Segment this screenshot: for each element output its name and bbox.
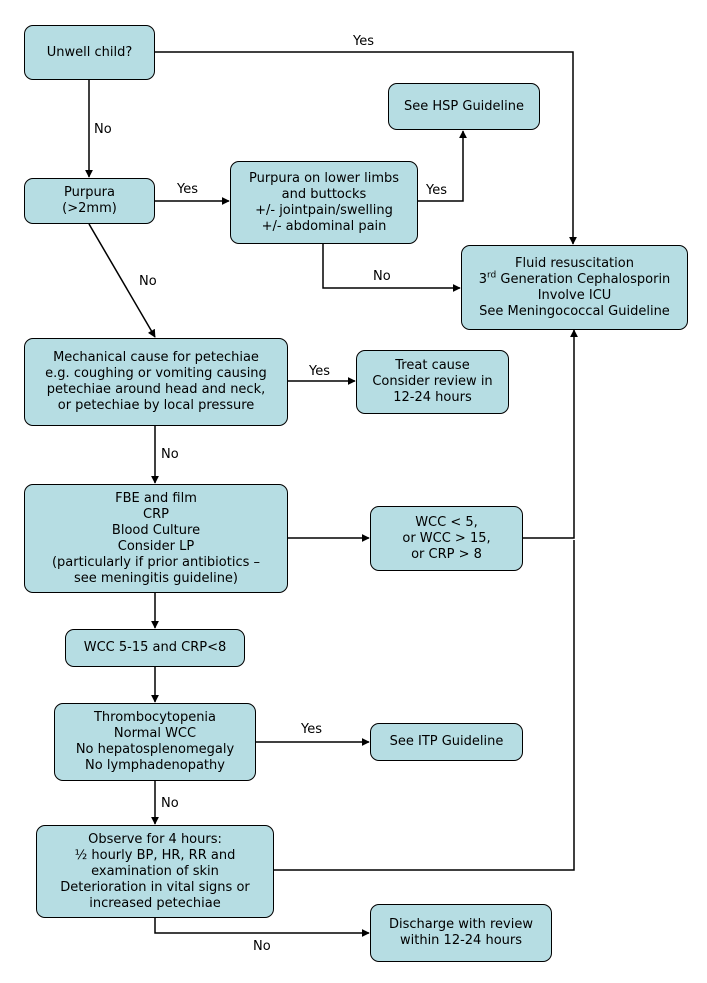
node-line: (>2mm) [62,201,117,216]
node-line: WCC < 5, [415,514,478,530]
node-mechanical-cause: Mechanical cause for petechiae e.g. coug… [24,338,288,426]
node-line: 12-24 hours [393,390,472,405]
edge-label-unwell-yes: Yes [353,34,374,49]
edge-observe-to-fluid [274,540,575,871]
ordinal-number: 3 [478,271,487,287]
node-treat-cause: Treat cause Consider review in 12-24 hou… [356,350,509,414]
node-line: WCC 5-15 and CRP<8 [83,640,227,655]
node-line: +/- jointpain/swelling [255,202,393,218]
edge-label-unwell-no: No [94,122,112,137]
node-line: Unwell child? [46,44,133,60]
node-line: Normal WCC [113,726,197,741]
edge-label-mechanical-yes: Yes [309,364,330,379]
node-line: ½ hourly BP, HR, RR and [74,847,236,863]
node-hsp-guideline: See HSP Guideline [388,83,540,130]
node-line: +/- abdominal pain [261,218,387,234]
node-fbe-and-film: FBE and film CRP Blood Culture Consider … [24,484,288,593]
node-line: or CRP > 8 [411,546,482,562]
node-line: Purpura on lower limbs [248,170,400,186]
edge-limbs-to-fluid [322,244,461,292]
edge-observe-to-discharge [154,917,370,937]
node-line: and buttocks [281,186,367,202]
edge-label-purpura-no: No [139,274,157,289]
node-line: No hepatosplenomegaly [75,742,235,757]
node-observe: Observe for 4 hours: ½ hourly BP, HR, RR… [36,825,274,918]
node-line: Involve ICU [537,287,612,303]
node-line: Purpura [64,185,115,200]
node-line: FBE and film [115,490,197,506]
node-line: Consider LP [117,538,195,554]
cephalosporin-text: Generation Cephalosporin [496,271,671,287]
node-purpura-lower-limbs: Purpura on lower limbs and buttocks +/- … [230,161,418,244]
edge-label-thrombo-no: No [161,796,179,811]
node-thrombocytopenia: Thrombocytopenia Normal WCC No hepatospl… [54,703,256,781]
edge-wcc-abnormal-to-fluid [523,329,578,539]
node-line: Thrombocytopenia [93,710,217,725]
node-wcc-abnormal: WCC < 5, or WCC > 15, or CRP > 8 [370,506,523,571]
node-line: No lymphadenopathy [85,758,225,773]
node-wcc-normal: WCC 5-15 and CRP<8 [65,629,245,667]
node-line: petechiae around head and neck, [46,382,266,397]
node-line: Mechanical cause for petechiae [53,350,259,365]
node-fluid-resuscitation: Fluid resuscitation 3rd Generation Cepha… [461,245,688,330]
node-line: CRP [143,506,169,522]
node-line: Consider review in [372,374,493,389]
node-line: or WCC > 15, [402,530,491,546]
node-unwell-child: Unwell child? [24,25,155,80]
node-line: increased petechiae [89,895,221,911]
edge-limbs-to-hsp [418,130,467,202]
node-line: (particularly if prior antibiotics – [51,554,261,570]
node-discharge: Discharge with review within 12-24 hours [370,904,552,962]
node-line: e.g. coughing or vomiting causing [45,366,267,381]
node-line: Treat cause [395,358,470,373]
node-line: or petechiae by local pressure [57,398,255,413]
node-line: Deterioration in vital signs or [60,879,250,895]
edge-label-limbs-no: No [373,269,391,284]
node-line: Fluid resuscitation [515,255,634,271]
edge-label-limbs-yes: Yes [426,183,447,198]
edge-label-observe-no: No [253,939,271,954]
edge-purpura-to-mechanical [88,223,156,338]
node-purpura: Purpura (>2mm) [24,178,155,224]
node-line: Observe for 4 hours: [88,831,222,847]
node-line: Discharge with review [389,917,533,932]
node-line: See HSP Guideline [403,98,524,114]
edge-unwell-to-fluid [154,51,577,245]
ordinal-suffix: rd [486,270,497,281]
edge-label-thrombo-yes: Yes [301,722,322,737]
node-line: Blood Culture [111,522,201,538]
node-line-cephalosporin: 3rd Generation Cephalosporin [478,270,671,288]
node-line: examination of skin [91,863,219,879]
node-line: See ITP Guideline [389,734,504,749]
edge-label-purpura-yes: Yes [177,182,198,197]
node-line: See Meningococcal Guideline [479,303,670,319]
node-itp-guideline: See ITP Guideline [370,723,523,761]
edge-label-mechanical-no: No [161,447,179,462]
node-line: within 12-24 hours [399,933,523,948]
node-line: see meningitis guideline) [73,570,239,586]
